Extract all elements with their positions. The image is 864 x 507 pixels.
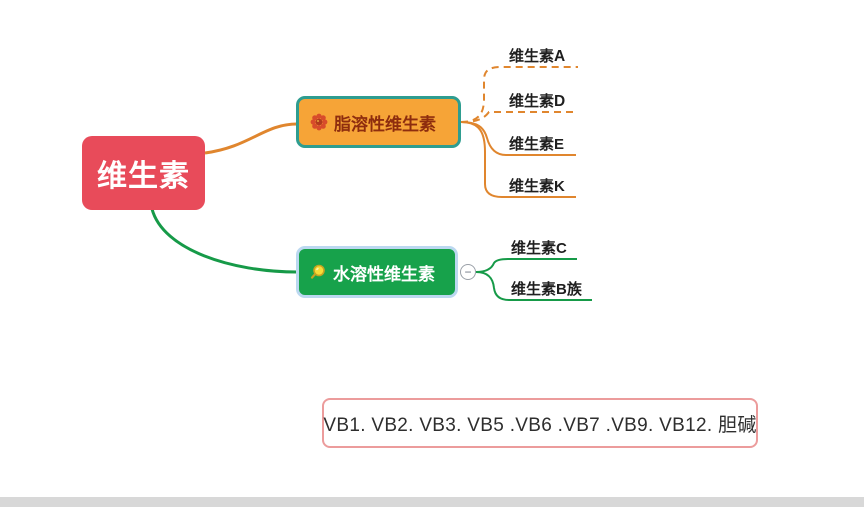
topic-vitamin-e[interactable]: 维生素E — [509, 133, 564, 154]
edge-water-vitamin-c — [475, 258, 577, 273]
edge-fat-vitamin-k — [460, 121, 576, 198]
flower-icon — [310, 113, 328, 131]
minus-icon: − — [464, 265, 472, 279]
topic-water-soluble-label: 水溶性维生素 — [333, 264, 435, 284]
root-topic-vitamins[interactable]: 维生素 — [82, 136, 205, 210]
topic-vitamin-d[interactable]: 维生素D — [509, 90, 565, 111]
topic-vitamin-a-text: 维生素 — [509, 48, 555, 65]
root-topic-label: 维生素 — [97, 160, 190, 193]
topic-vitamin-k[interactable]: 维生素K — [509, 175, 565, 196]
edge-root-fat — [204, 122, 298, 155]
page-bottom-edge — [0, 497, 864, 507]
floating-note-vb-list[interactable]: VB1. VB2. VB3. VB5 .VB6 .VB7 .VB9. VB12.… — [322, 398, 758, 448]
topic-vitamin-c-text: 维生素C — [511, 240, 567, 257]
topic-vitamin-a[interactable]: 维生素A — [509, 45, 565, 66]
edge-water-vitamin-b — [475, 271, 592, 301]
topic-vitamin-c[interactable]: 维生素C — [511, 237, 567, 258]
topic-fat-soluble-vitamins[interactable]: 脂溶性维生素 — [296, 96, 461, 148]
topic-fat-soluble-label: 脂溶性维生素 — [334, 114, 436, 134]
magnifier-icon — [309, 263, 327, 281]
topic-vitamin-a-letter: A — [554, 48, 566, 65]
topic-vitamin-b-text: 维生素B族 — [511, 281, 582, 298]
collapse-button[interactable]: − — [460, 264, 476, 280]
edge-root-water — [150, 208, 298, 274]
topic-vitamin-k-text: 维生素K — [509, 178, 565, 195]
floating-note-text: VB1. VB2. VB3. VB5 .VB6 .VB7 .VB9. VB12.… — [323, 414, 757, 436]
topic-vitamin-b-group[interactable]: 维生素B族 — [511, 278, 582, 299]
edge-fat-vitamin-a — [460, 66, 578, 123]
topic-water-soluble-vitamins[interactable]: 水溶性维生素 — [296, 246, 458, 298]
topic-vitamin-e-text: 维生素E — [509, 136, 565, 153]
topic-vitamin-d-letter: D — [554, 93, 566, 110]
topic-vitamin-d-text: 维生素 — [509, 93, 555, 110]
